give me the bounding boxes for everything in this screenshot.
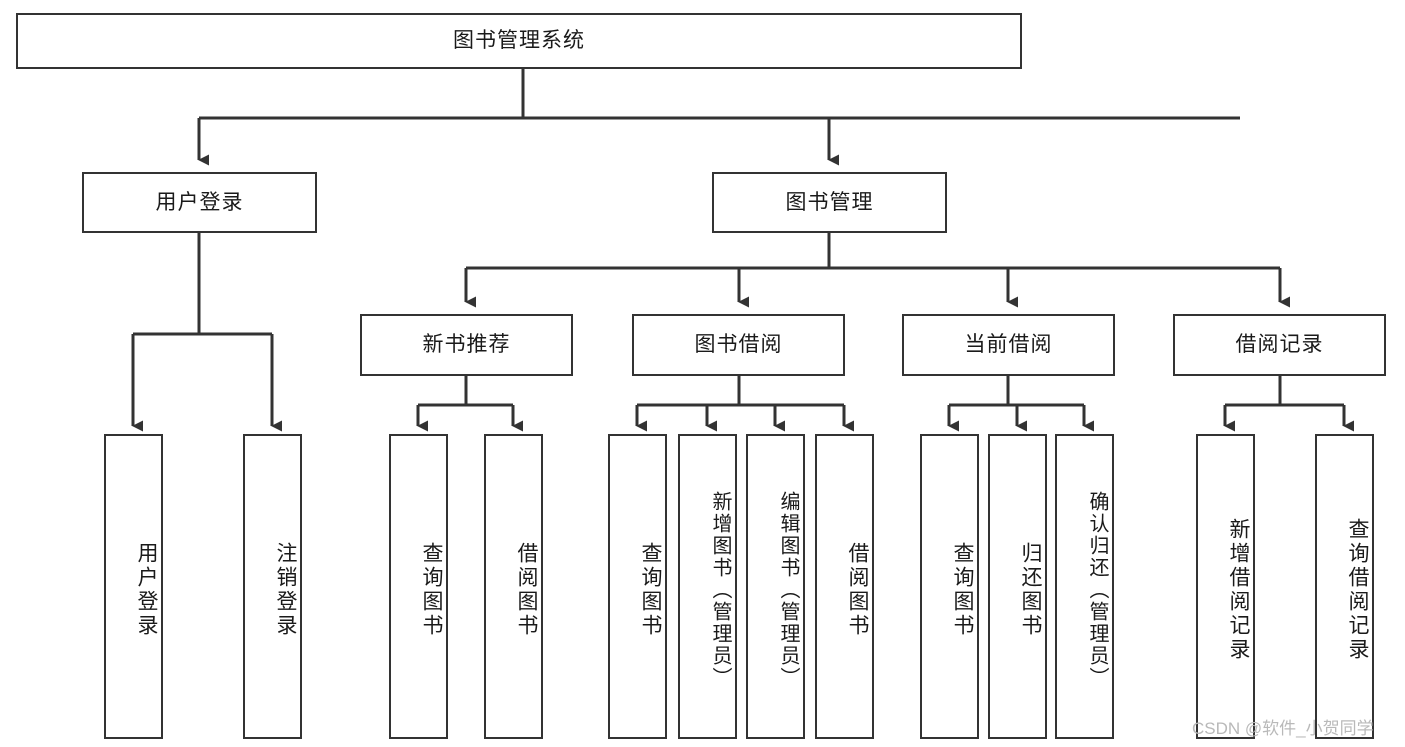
- node-leaf-add-book[interactable]: 新增图书（管理员）: [678, 434, 737, 739]
- node-leaf-user-login[interactable]: 用户登录: [104, 434, 163, 739]
- node-leaf-query-book-3[interactable]: 查询图书: [920, 434, 979, 739]
- node-leaf-logout-login[interactable]: 注销登录: [243, 434, 302, 739]
- node-leaf-confirm-return[interactable]: 确认归还（管理员）: [1055, 434, 1114, 739]
- node-book-manage[interactable]: 图书管理: [712, 172, 947, 233]
- node-book-borrow[interactable]: 图书借阅: [632, 314, 845, 376]
- node-new-book-recommend[interactable]: 新书推荐: [360, 314, 573, 376]
- node-leaf-query-book-1[interactable]: 查询图书: [389, 434, 448, 739]
- node-leaf-query-record[interactable]: 查询借阅记录: [1315, 434, 1374, 739]
- csdn-watermark: CSDN @软件_小贺同学: [1192, 719, 1374, 738]
- node-current-borrow[interactable]: 当前借阅: [902, 314, 1115, 376]
- node-leaf-query-book-2[interactable]: 查询图书: [608, 434, 667, 739]
- node-borrow-record[interactable]: 借阅记录: [1173, 314, 1386, 376]
- node-user-login[interactable]: 用户登录: [82, 172, 317, 233]
- node-leaf-return-book[interactable]: 归还图书: [988, 434, 1047, 739]
- node-leaf-borrow-book-1[interactable]: 借阅图书: [484, 434, 543, 739]
- node-root[interactable]: 图书管理系统: [16, 13, 1022, 69]
- node-leaf-borrow-book-2[interactable]: 借阅图书: [815, 434, 874, 739]
- node-leaf-add-record[interactable]: 新增借阅记录: [1196, 434, 1255, 739]
- node-leaf-edit-book[interactable]: 编辑图书（管理员）: [746, 434, 805, 739]
